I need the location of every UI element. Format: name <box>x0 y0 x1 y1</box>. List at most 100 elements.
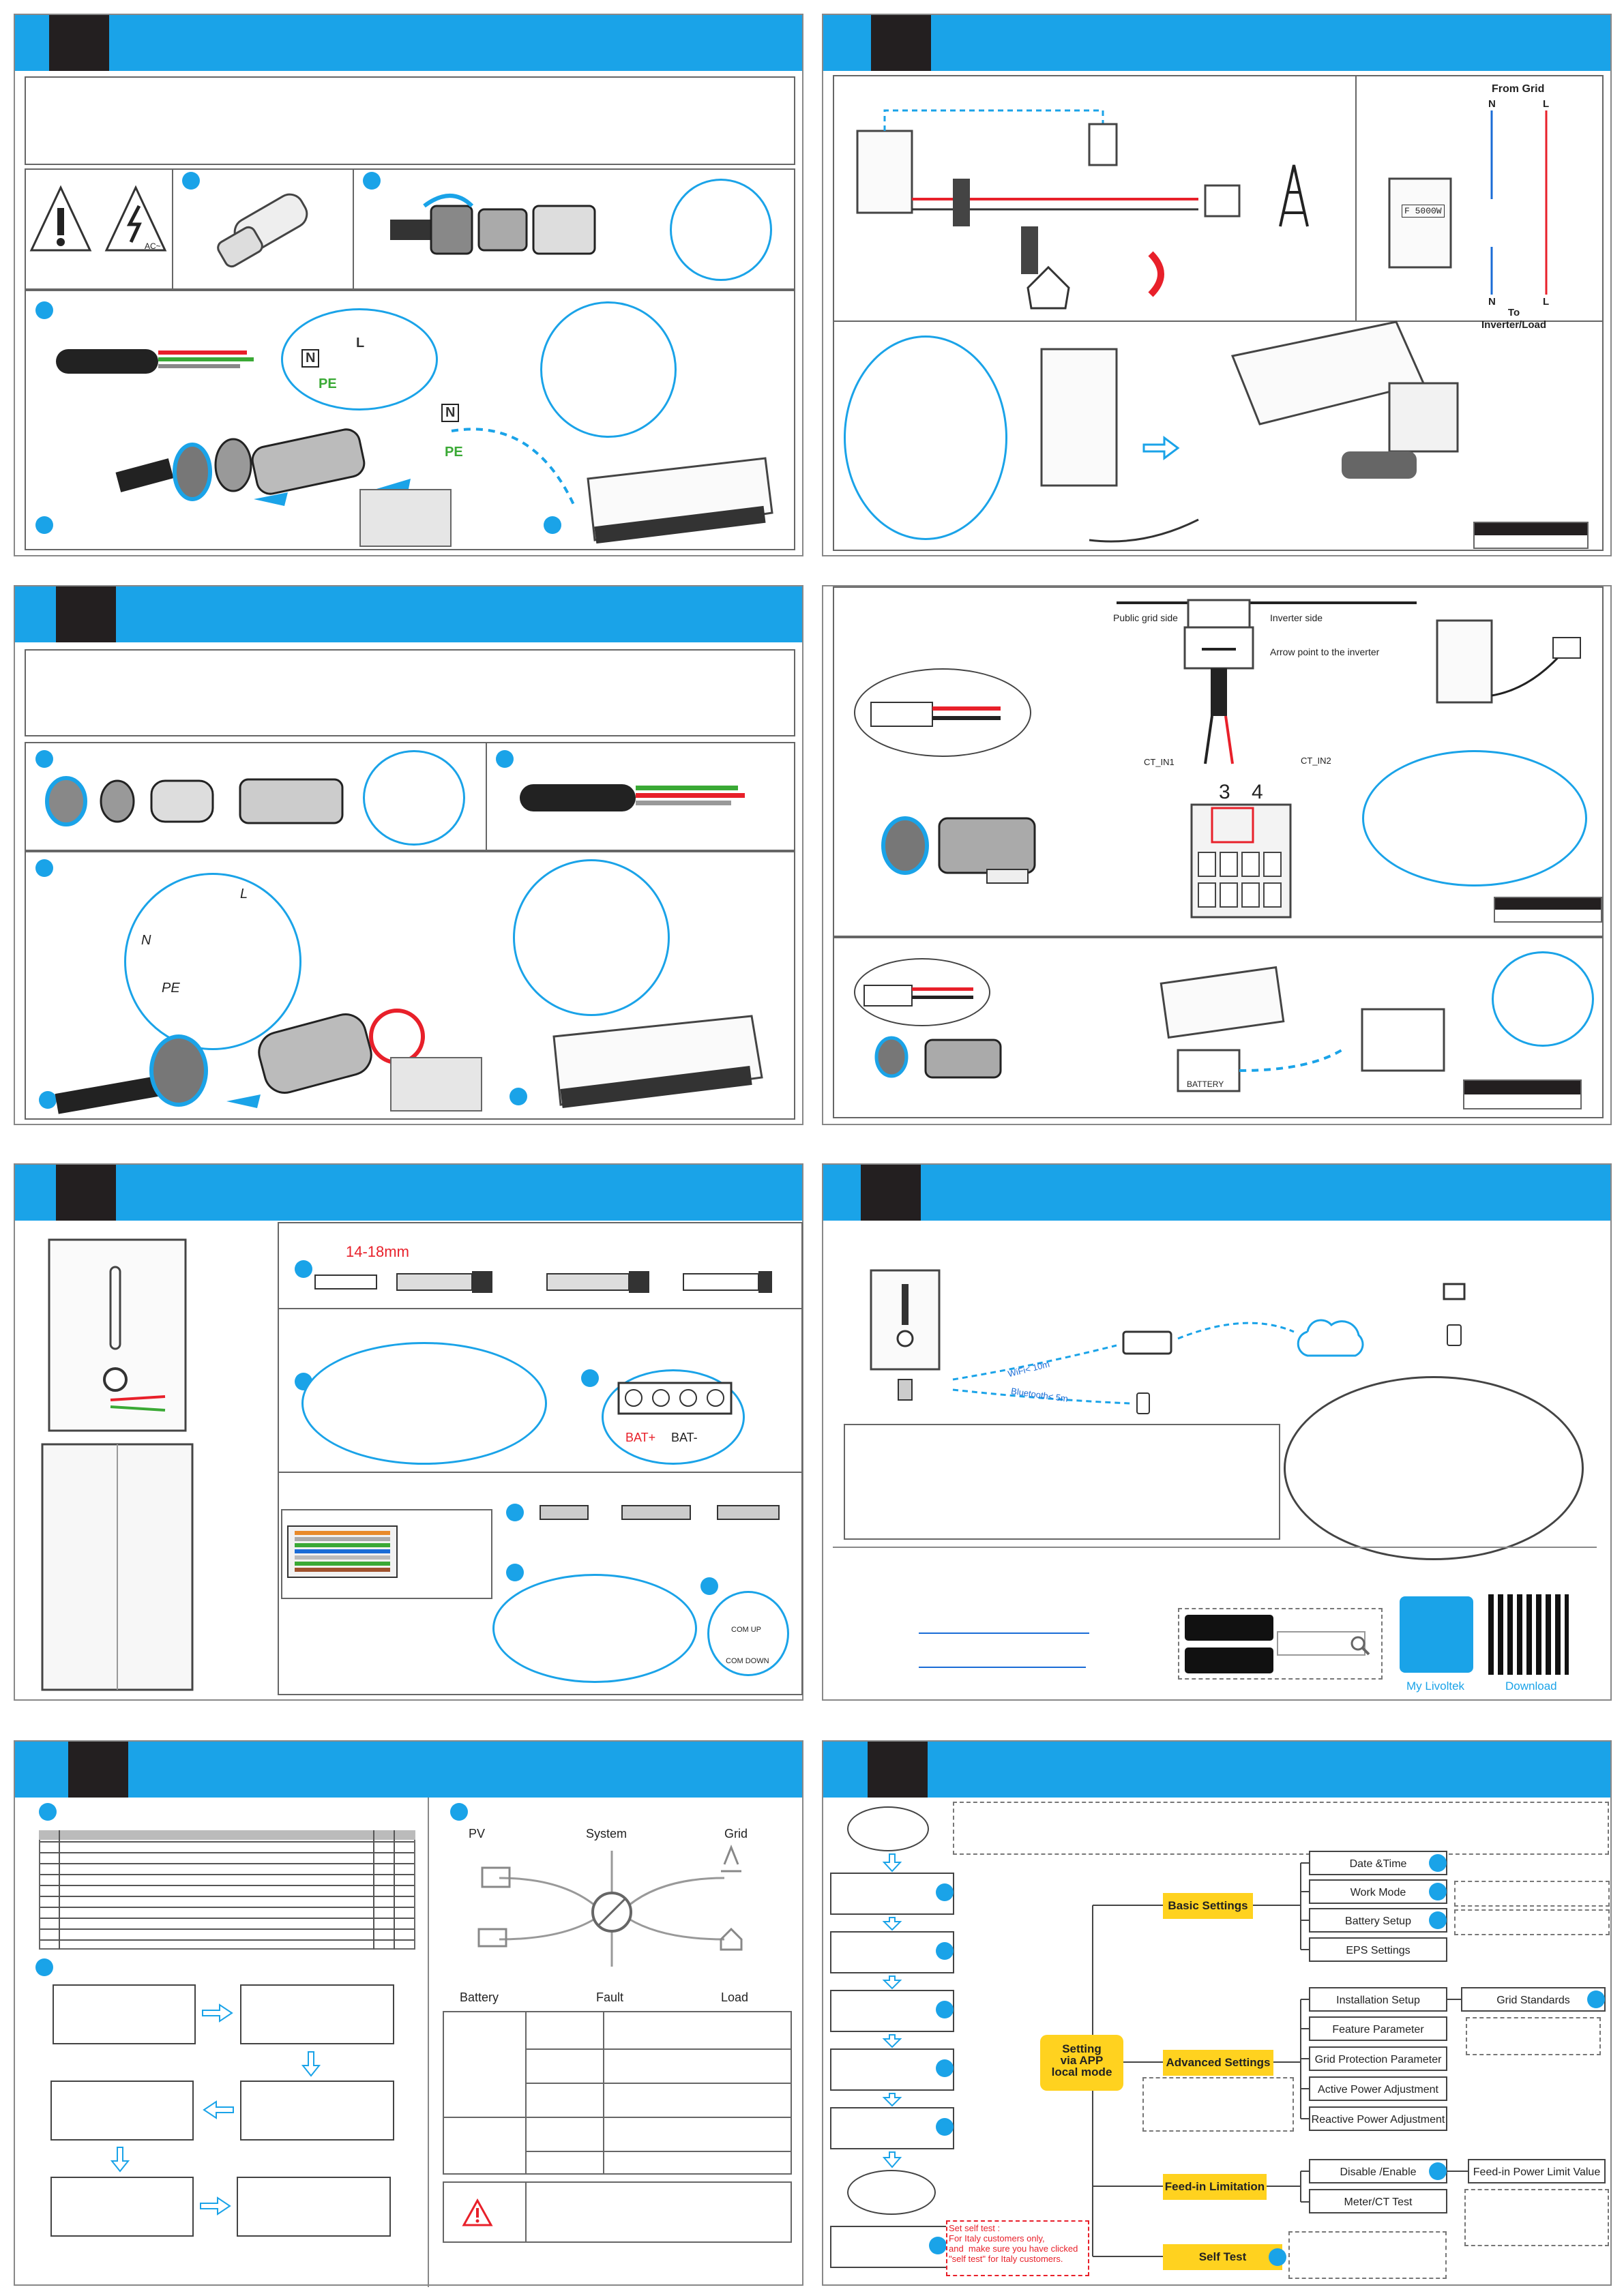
eps-settings-item[interactable]: EPS Settings <box>1309 1937 1447 1962</box>
work-mode-note-box <box>1454 1881 1610 1907</box>
date-time-item[interactable]: Date &Time <box>1309 1851 1447 1875</box>
step-dot <box>936 2059 954 2077</box>
flow-end-oval <box>847 2170 936 2215</box>
terminal-block-drawing <box>1190 803 1292 919</box>
socket-detail-circle <box>540 301 677 438</box>
self-test-note-box <box>946 2220 1089 2276</box>
search-field[interactable] <box>1277 1631 1365 1656</box>
load-n-label: N <box>1488 296 1496 308</box>
flow-step-box <box>830 1990 954 2032</box>
battery-status-label: Battery <box>460 1991 499 2004</box>
step-dot <box>35 859 53 877</box>
inverter-with-ct-drawing <box>1436 619 1581 704</box>
flow-start-oval <box>847 1806 929 1851</box>
grid-n-label: N <box>1488 98 1496 110</box>
flow-step-box <box>237 2177 391 2237</box>
google-play-button[interactable] <box>1185 1615 1273 1641</box>
feed-in-limitation-button[interactable]: Feed-in Limitation <box>1163 2174 1267 2200</box>
wire-n-label: N <box>141 933 151 948</box>
feature-parameter-item[interactable]: Feature Parameter <box>1309 2016 1447 2041</box>
wire-pe-label-2: PE <box>445 445 463 460</box>
step-dot <box>544 516 561 534</box>
grid-protection-item[interactable]: Grid Protection Parameter <box>1309 2046 1447 2071</box>
high-voltage-icon <box>104 185 167 252</box>
step-dot <box>35 516 53 534</box>
status-hub-drawing <box>477 1844 743 1967</box>
monitoring-text-box <box>844 1424 1280 1540</box>
grid-schematic <box>856 109 1309 310</box>
load-label: Load <box>721 1991 749 2004</box>
instruction-text-box <box>25 76 795 165</box>
flow-step-box <box>240 2081 394 2141</box>
section-number-tag <box>68 1742 128 1798</box>
system-label: System <box>586 1827 628 1840</box>
installation-setup-item[interactable]: Installation Setup <box>1309 1987 1447 2012</box>
active-power-item[interactable]: Active Power Adjustment <box>1309 2076 1447 2101</box>
panel-eps-connection: N L PE <box>14 585 803 1125</box>
fault-label: Fault <box>596 1991 624 2004</box>
step-dot <box>295 1260 312 1278</box>
settings-intro-box <box>953 1802 1609 1855</box>
meter-display: F 5000W <box>1402 205 1445 218</box>
step-dot <box>182 172 200 190</box>
section-number-tag <box>49 15 109 71</box>
to-load-label: To Inverter/Load <box>1481 307 1547 331</box>
qr-code[interactable] <box>1488 1594 1569 1675</box>
warning-note-box <box>443 2181 792 2243</box>
step-dot <box>936 1942 954 1960</box>
settings-root-button[interactable]: Setting via APP local mode <box>1040 2035 1123 2091</box>
reactive-power-item[interactable]: Reactive Power Adjustment <box>1309 2106 1447 2131</box>
meter-ct-test-item[interactable]: Meter/CT Test <box>1309 2189 1447 2213</box>
download-label: Download <box>1505 1680 1557 1693</box>
flow-step-box <box>830 2107 954 2149</box>
wire-l-label: L <box>240 886 248 901</box>
com-up-label: COM UP <box>731 1626 761 1634</box>
load-l-label: L <box>1543 296 1550 308</box>
stacked-system-drawing <box>41 1238 194 1691</box>
app-icon[interactable] <box>1400 1596 1473 1673</box>
disable-enable-item[interactable]: Disable /Enable <box>1309 2159 1447 2183</box>
feed-in-limit-value-item[interactable]: Feed-in Power Limit Value <box>1468 2159 1606 2183</box>
grid-standards-item[interactable]: Grid Standards <box>1461 1987 1606 2012</box>
work-mode-item[interactable]: Work Mode <box>1309 1879 1447 1904</box>
panel-app-settings: Set self test : For Italy customers only… <box>822 1740 1612 2286</box>
grid-l-label: L <box>1543 98 1550 110</box>
search-icon <box>1350 1636 1370 1656</box>
self-test-button[interactable]: Self Test <box>1163 2244 1282 2270</box>
flow-step-box <box>830 2226 947 2268</box>
socket-detail-circle <box>363 750 465 846</box>
step-dot <box>39 1803 57 1821</box>
warning-icon <box>462 2198 493 2226</box>
advanced-settings-button[interactable]: Advanced Settings <box>1163 2050 1273 2076</box>
flow-step-box <box>830 1873 954 1915</box>
battery-cable-steps-drawing <box>314 1271 772 1293</box>
led-status-table <box>443 2011 792 2175</box>
comm-cable-steps-drawing <box>540 1505 780 1520</box>
disable-enable-dot <box>1429 2162 1447 2180</box>
inverter-drawing <box>587 457 773 544</box>
section-number-tag <box>56 586 116 642</box>
arrow-point-label: Arrow point to the inverter <box>1270 646 1380 657</box>
section-header-band <box>823 1165 1610 1221</box>
bat-minus-label: BAT- <box>671 1431 698 1444</box>
panel-status: PV System Grid Battery Fault Load <box>14 1740 803 2287</box>
flow-step-box <box>50 2177 194 2237</box>
battery-setup-item[interactable]: Battery Setup <box>1309 1908 1447 1933</box>
bat-plus-label: BAT+ <box>625 1431 656 1444</box>
from-grid-label: From Grid <box>1492 83 1545 95</box>
public-grid-side-label: Public grid side <box>1113 612 1178 623</box>
battery-setup-note-box <box>1454 1909 1610 1935</box>
tool-hint-box <box>359 489 452 547</box>
wire-pe-label: PE <box>162 981 180 996</box>
panel-meter-wiring: From Grid N L F 5000W N L To Inverter/Lo… <box>822 14 1612 556</box>
inverter-port-oval <box>1284 1376 1584 1560</box>
panel-battery-connection: 14-18mm BAT+ BAT- COM UP COM DOWN <box>14 1163 803 1701</box>
panel-ac-connection: AC~ N L PE N PE <box>14 14 803 556</box>
self-test-note: Set self test : For Italy customers only… <box>949 2223 1078 2264</box>
grid-standards-dot <box>1587 1991 1605 2008</box>
com-port-oval <box>492 1574 697 1683</box>
app-store-button[interactable] <box>1185 1648 1273 1673</box>
basic-settings-button[interactable]: Basic Settings <box>1163 1893 1253 1919</box>
ct-in2-label: CT_IN2 <box>1301 756 1331 766</box>
flow-step-box <box>830 2048 954 2091</box>
